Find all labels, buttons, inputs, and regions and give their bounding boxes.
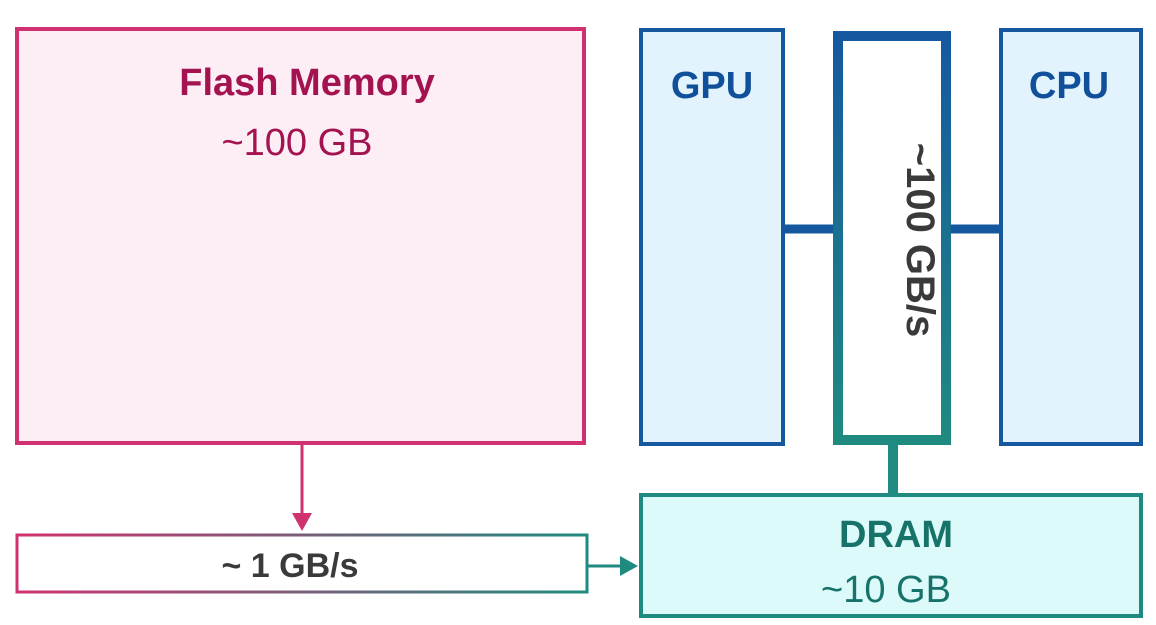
- cpu-box: [999, 28, 1143, 446]
- flash-memory-size: ~100 GB: [221, 122, 372, 164]
- memory-bus-box: [833, 31, 951, 445]
- flash-down-arrowhead: [292, 513, 312, 531]
- dram-title: DRAM: [839, 514, 953, 556]
- cpu-label: CPU: [1029, 65, 1109, 107]
- flash-dram-link-box: [15, 533, 589, 594]
- flash-memory-box: [15, 27, 586, 445]
- gpu-box: [639, 28, 785, 446]
- dram-box: [639, 493, 1143, 618]
- link-to-dram-arrowhead: [620, 556, 638, 576]
- dram-size: ~10 GB: [821, 569, 951, 611]
- flash-dram-link-label: ~ 1 GB/s: [221, 547, 358, 585]
- memory-bus-label: ~100 GB/s: [898, 143, 942, 338]
- flash-memory-title: Flash Memory: [179, 62, 435, 104]
- gpu-label: GPU: [671, 65, 753, 107]
